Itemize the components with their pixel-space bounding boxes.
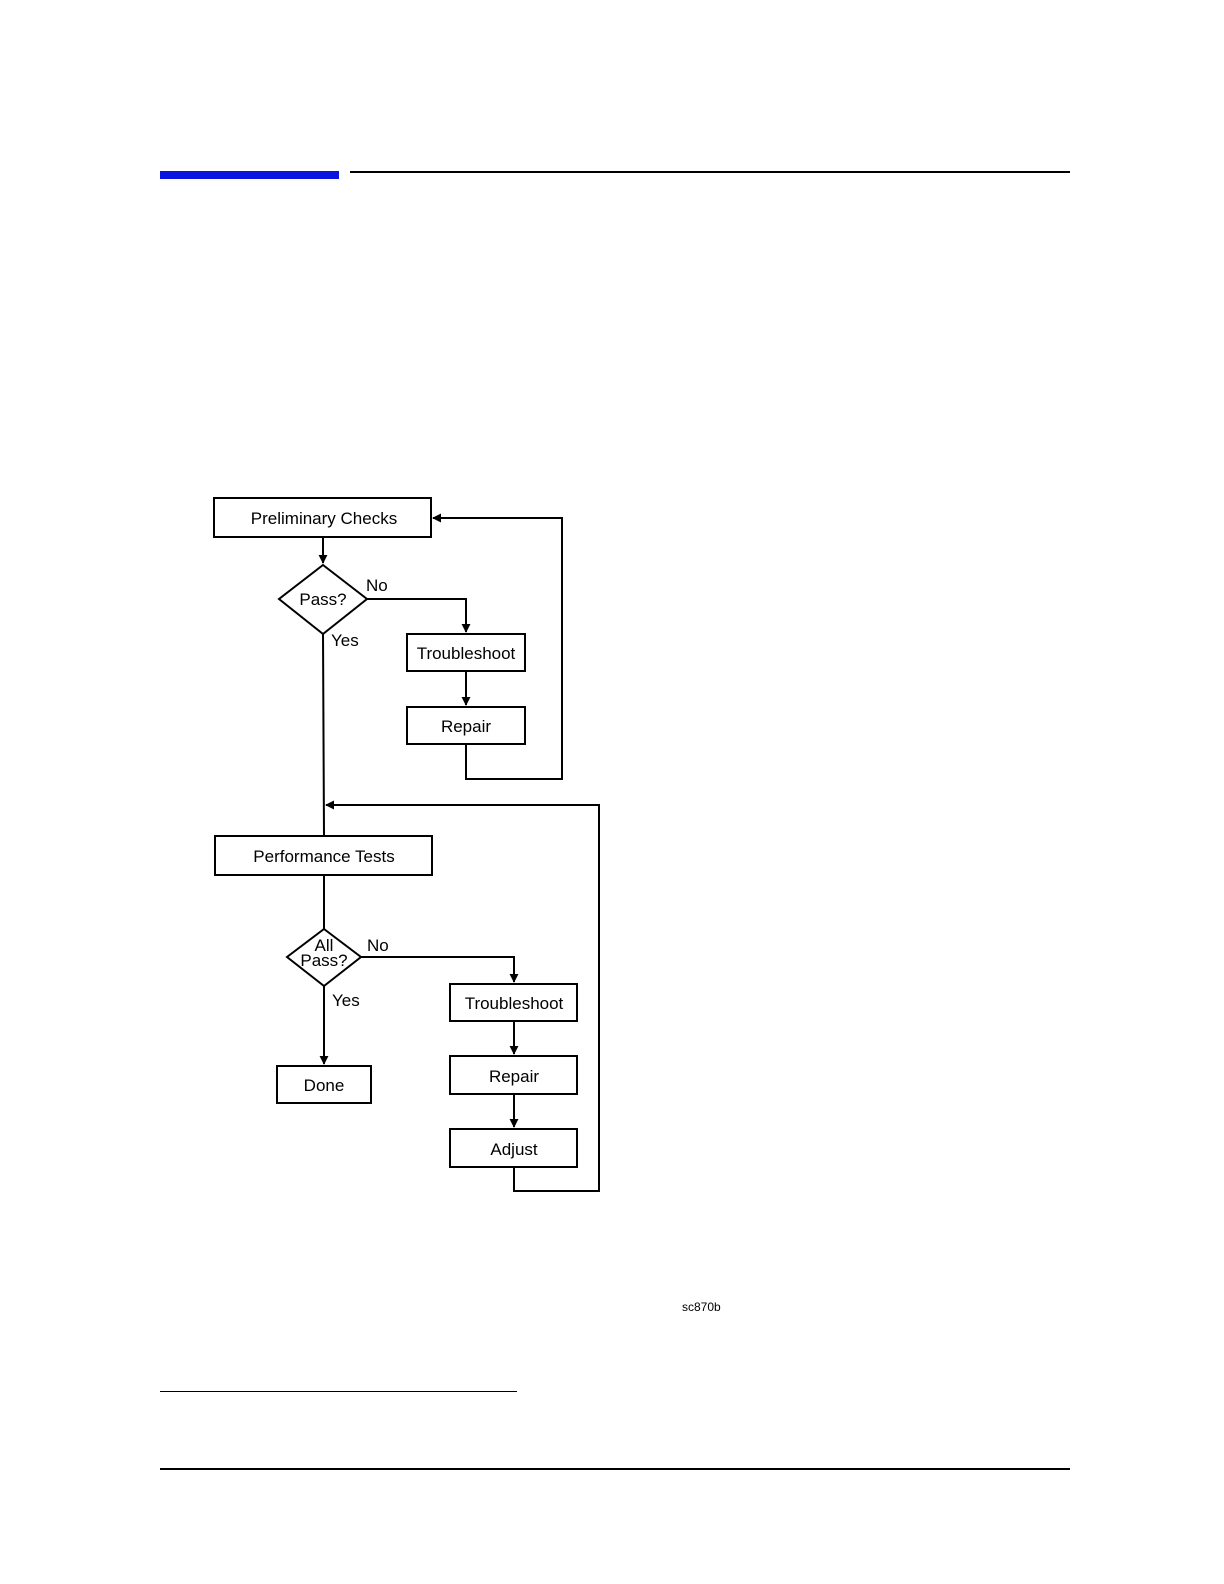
troubleshoot-label-2: Troubleshoot [465, 994, 564, 1013]
done-label: Done [304, 1076, 345, 1095]
repair-label-2: Repair [489, 1067, 539, 1086]
connector-pass-no [367, 599, 466, 632]
connector-pass-yes [323, 634, 324, 836]
preliminary-checks-label: Preliminary Checks [251, 509, 397, 528]
repair-label-1: Repair [441, 717, 491, 736]
pass-decision-label: Pass? [299, 590, 346, 609]
connector-allpass-no [361, 957, 514, 982]
all-pass-label-line2: Pass? [300, 951, 347, 970]
all-pass-no-label: No [367, 936, 389, 955]
performance-tests-label: Performance Tests [253, 847, 394, 866]
all-pass-yes-label: Yes [332, 991, 360, 1010]
troubleshoot-label-1: Troubleshoot [417, 644, 516, 663]
footnote-rule [160, 1391, 517, 1392]
pass-no-label: No [366, 576, 388, 595]
figure-id: sc870b [682, 1300, 721, 1314]
adjust-label: Adjust [490, 1140, 538, 1159]
pass-yes-label: Yes [331, 631, 359, 650]
footer-rule [160, 1468, 1070, 1470]
